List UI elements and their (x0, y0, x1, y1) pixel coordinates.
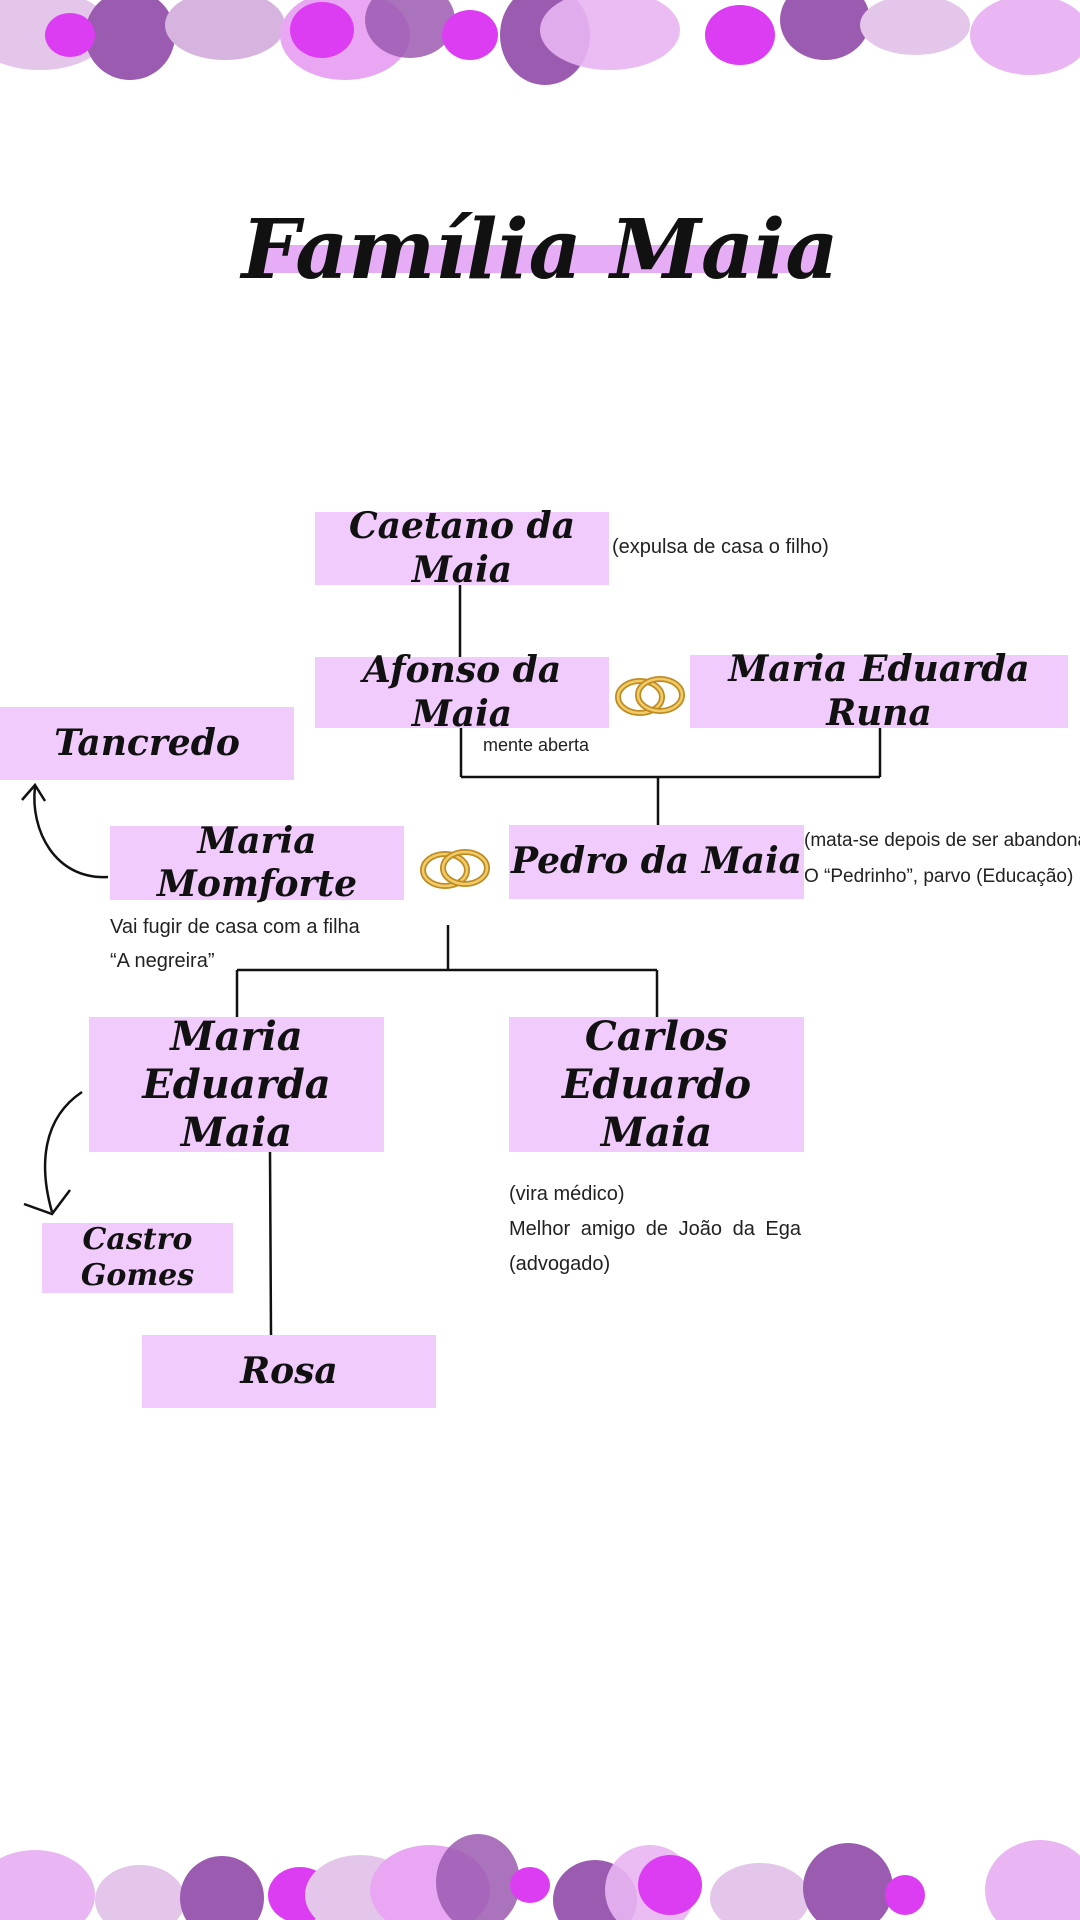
person-afonso-da-maia: Afonso da Maia (315, 649, 609, 735)
person-caetano-da-maia: Caetano da Maia (315, 505, 609, 591)
person-tancredo: Tancredo (0, 707, 294, 780)
page-title: Família Maia (241, 202, 839, 298)
wedding-rings-icon (615, 676, 685, 716)
top-decoration (0, 0, 1080, 85)
note-carlos-1: (vira médico) (509, 1183, 625, 1205)
person-maria-eduarda-runa: Maria Eduarda Runa (690, 648, 1068, 734)
wedding-rings-icon (420, 849, 490, 889)
person-maria-momforte: Maria Momforte (110, 820, 404, 905)
note-pedro-2: O “Pedrinho”, parvo (Educação) (804, 866, 1074, 887)
person-rosa: Rosa (142, 1335, 436, 1408)
person-castro-gomes: Castro Gomes (42, 1222, 233, 1293)
curved-arrow-icon (21, 782, 109, 879)
curved-arrow-icon (23, 1090, 83, 1216)
title-highlight (258, 245, 821, 273)
person-pedro-da-maia: Pedro da Maia (509, 825, 804, 899)
note-caetano: (expulsa de casa o filho) (612, 536, 829, 558)
person-maria-eduarda-maia: Maria Eduarda Maia (89, 1013, 384, 1156)
person-carlos-eduardo-maia: Carlos Eduardo Maia (509, 1013, 804, 1156)
bottom-decoration (0, 1834, 1080, 1920)
note-momforte-1: Vai fugir de casa com a filha (110, 916, 360, 938)
title-block: Família Maia (0, 205, 1080, 295)
note-momforte-2: “A negreira” (110, 950, 215, 972)
line-to-rosa (268, 1151, 273, 1336)
note-pedro-1: (mata-se depois de ser abandonado) (804, 830, 1080, 851)
note-afonso: mente aberta (483, 735, 590, 755)
note-carlos-2: Melhor amigo de João da Ega (advogado) (509, 1218, 801, 1275)
